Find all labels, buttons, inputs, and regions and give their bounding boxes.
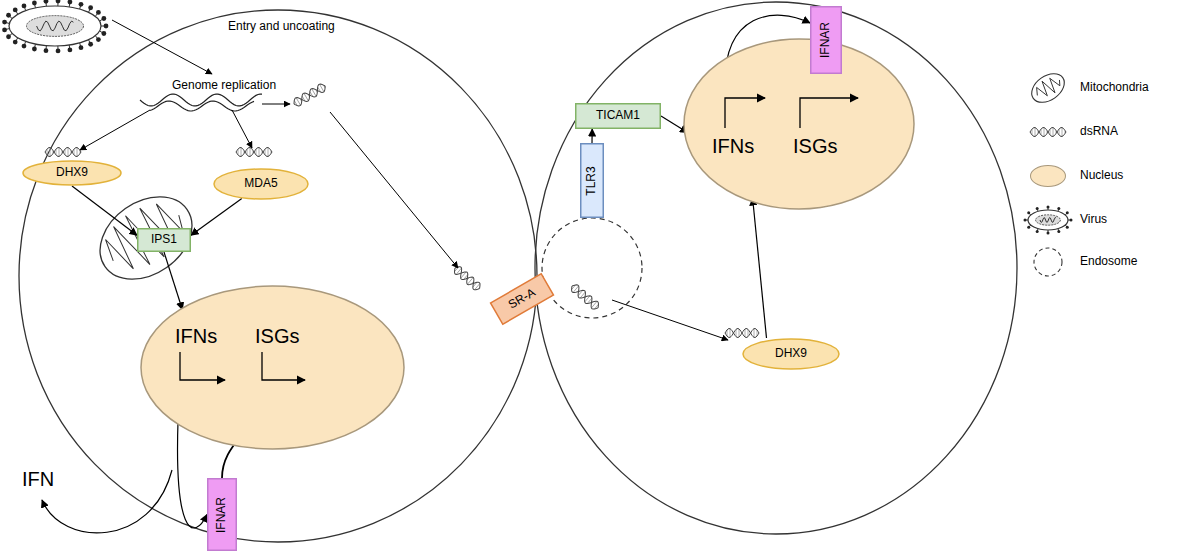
endosome-release-arrow: [612, 300, 728, 340]
decorations: [2, 0, 1072, 337]
legend-swatch: [1030, 165, 1066, 187]
replication-arrow: [262, 104, 290, 105]
legend-label: dsRNA: [1080, 125, 1118, 139]
dsrna-icon: [292, 82, 328, 108]
node-label: DHX9: [775, 347, 807, 360]
dsrna-icon: [569, 283, 601, 312]
cell-outline: [535, 2, 1017, 534]
receptor-box: TLR3: [580, 143, 604, 218]
secreted-ifn-arrow: [42, 470, 172, 533]
replication-arrow: [80, 110, 150, 150]
annotation-label: IFN: [22, 468, 54, 491]
dsrna-icon: [725, 329, 759, 338]
annotation-label: Entry and uncoating: [228, 20, 335, 34]
legend-icon: [1034, 248, 1062, 276]
nucleus: IFNs ISGs: [683, 38, 915, 210]
dsrna-icon: [1030, 128, 1066, 137]
sensor-ellipse: DHX9: [742, 338, 840, 370]
node-label: TLR3: [585, 166, 598, 195]
gene-label: IFNs: [712, 135, 754, 157]
gene-label: ISGs: [255, 325, 299, 347]
dsrna-icon: [236, 148, 272, 157]
gene-label: IFNs: [175, 325, 217, 347]
rna-strand: [150, 101, 254, 111]
legend-label: Virus: [1080, 213, 1107, 227]
node-shape: [683, 38, 915, 210]
endosome: [542, 218, 642, 318]
node-label: DHX9: [56, 166, 88, 179]
cell-outline: [19, 10, 537, 542]
rna-strand: [140, 94, 262, 106]
mitochondrion: [84, 180, 207, 296]
promoter-arrow: [262, 352, 305, 380]
entry-arrow: [112, 20, 212, 74]
signal-arrow: [191, 198, 242, 235]
promoter-arrow: [725, 98, 765, 128]
adaptor-box: IPS1: [137, 228, 191, 252]
dsrna-release-arrow: [330, 112, 458, 268]
signal-arrow: [164, 252, 182, 310]
node-label: MDA5: [244, 177, 277, 190]
signal-arrow: [72, 186, 137, 235]
replication-arrow: [232, 110, 252, 148]
node-label: TICAM1: [596, 109, 640, 122]
dsrna-icon: [452, 265, 482, 292]
promoter-arrow: [180, 352, 225, 380]
signal-arrow: [753, 198, 767, 338]
signal-arrow: [591, 129, 592, 143]
nucleus: IFNs ISGs: [140, 285, 405, 450]
legend-label: Nucleus: [1080, 169, 1123, 183]
dsrna-icon: [45, 148, 81, 157]
promoter-arrow: [800, 98, 858, 128]
virus-icon: [2, 0, 108, 53]
sensor-ellipse: DHX9: [22, 160, 122, 186]
node-shape: [140, 285, 405, 450]
receptor-box: SR-A: [490, 273, 555, 326]
node-label: IFNAR: [215, 497, 228, 533]
adaptor-box: TICAM1: [575, 103, 661, 129]
receptor-box: IFNAR: [207, 478, 237, 551]
legend-label: Endosome: [1080, 255, 1137, 269]
legend-icon: [1026, 68, 1069, 108]
node-label: IFNAR: [819, 22, 832, 58]
receptor-box: IFNAR: [810, 6, 842, 74]
node-label: IPS1: [151, 233, 177, 246]
gene-label: ISGs: [793, 135, 837, 157]
sensor-ellipse: MDA5: [213, 168, 309, 200]
annotation-label: Genome replication: [172, 79, 276, 93]
virus-icon: [1024, 206, 1073, 235]
legend-label: Mitochondria: [1080, 81, 1149, 95]
